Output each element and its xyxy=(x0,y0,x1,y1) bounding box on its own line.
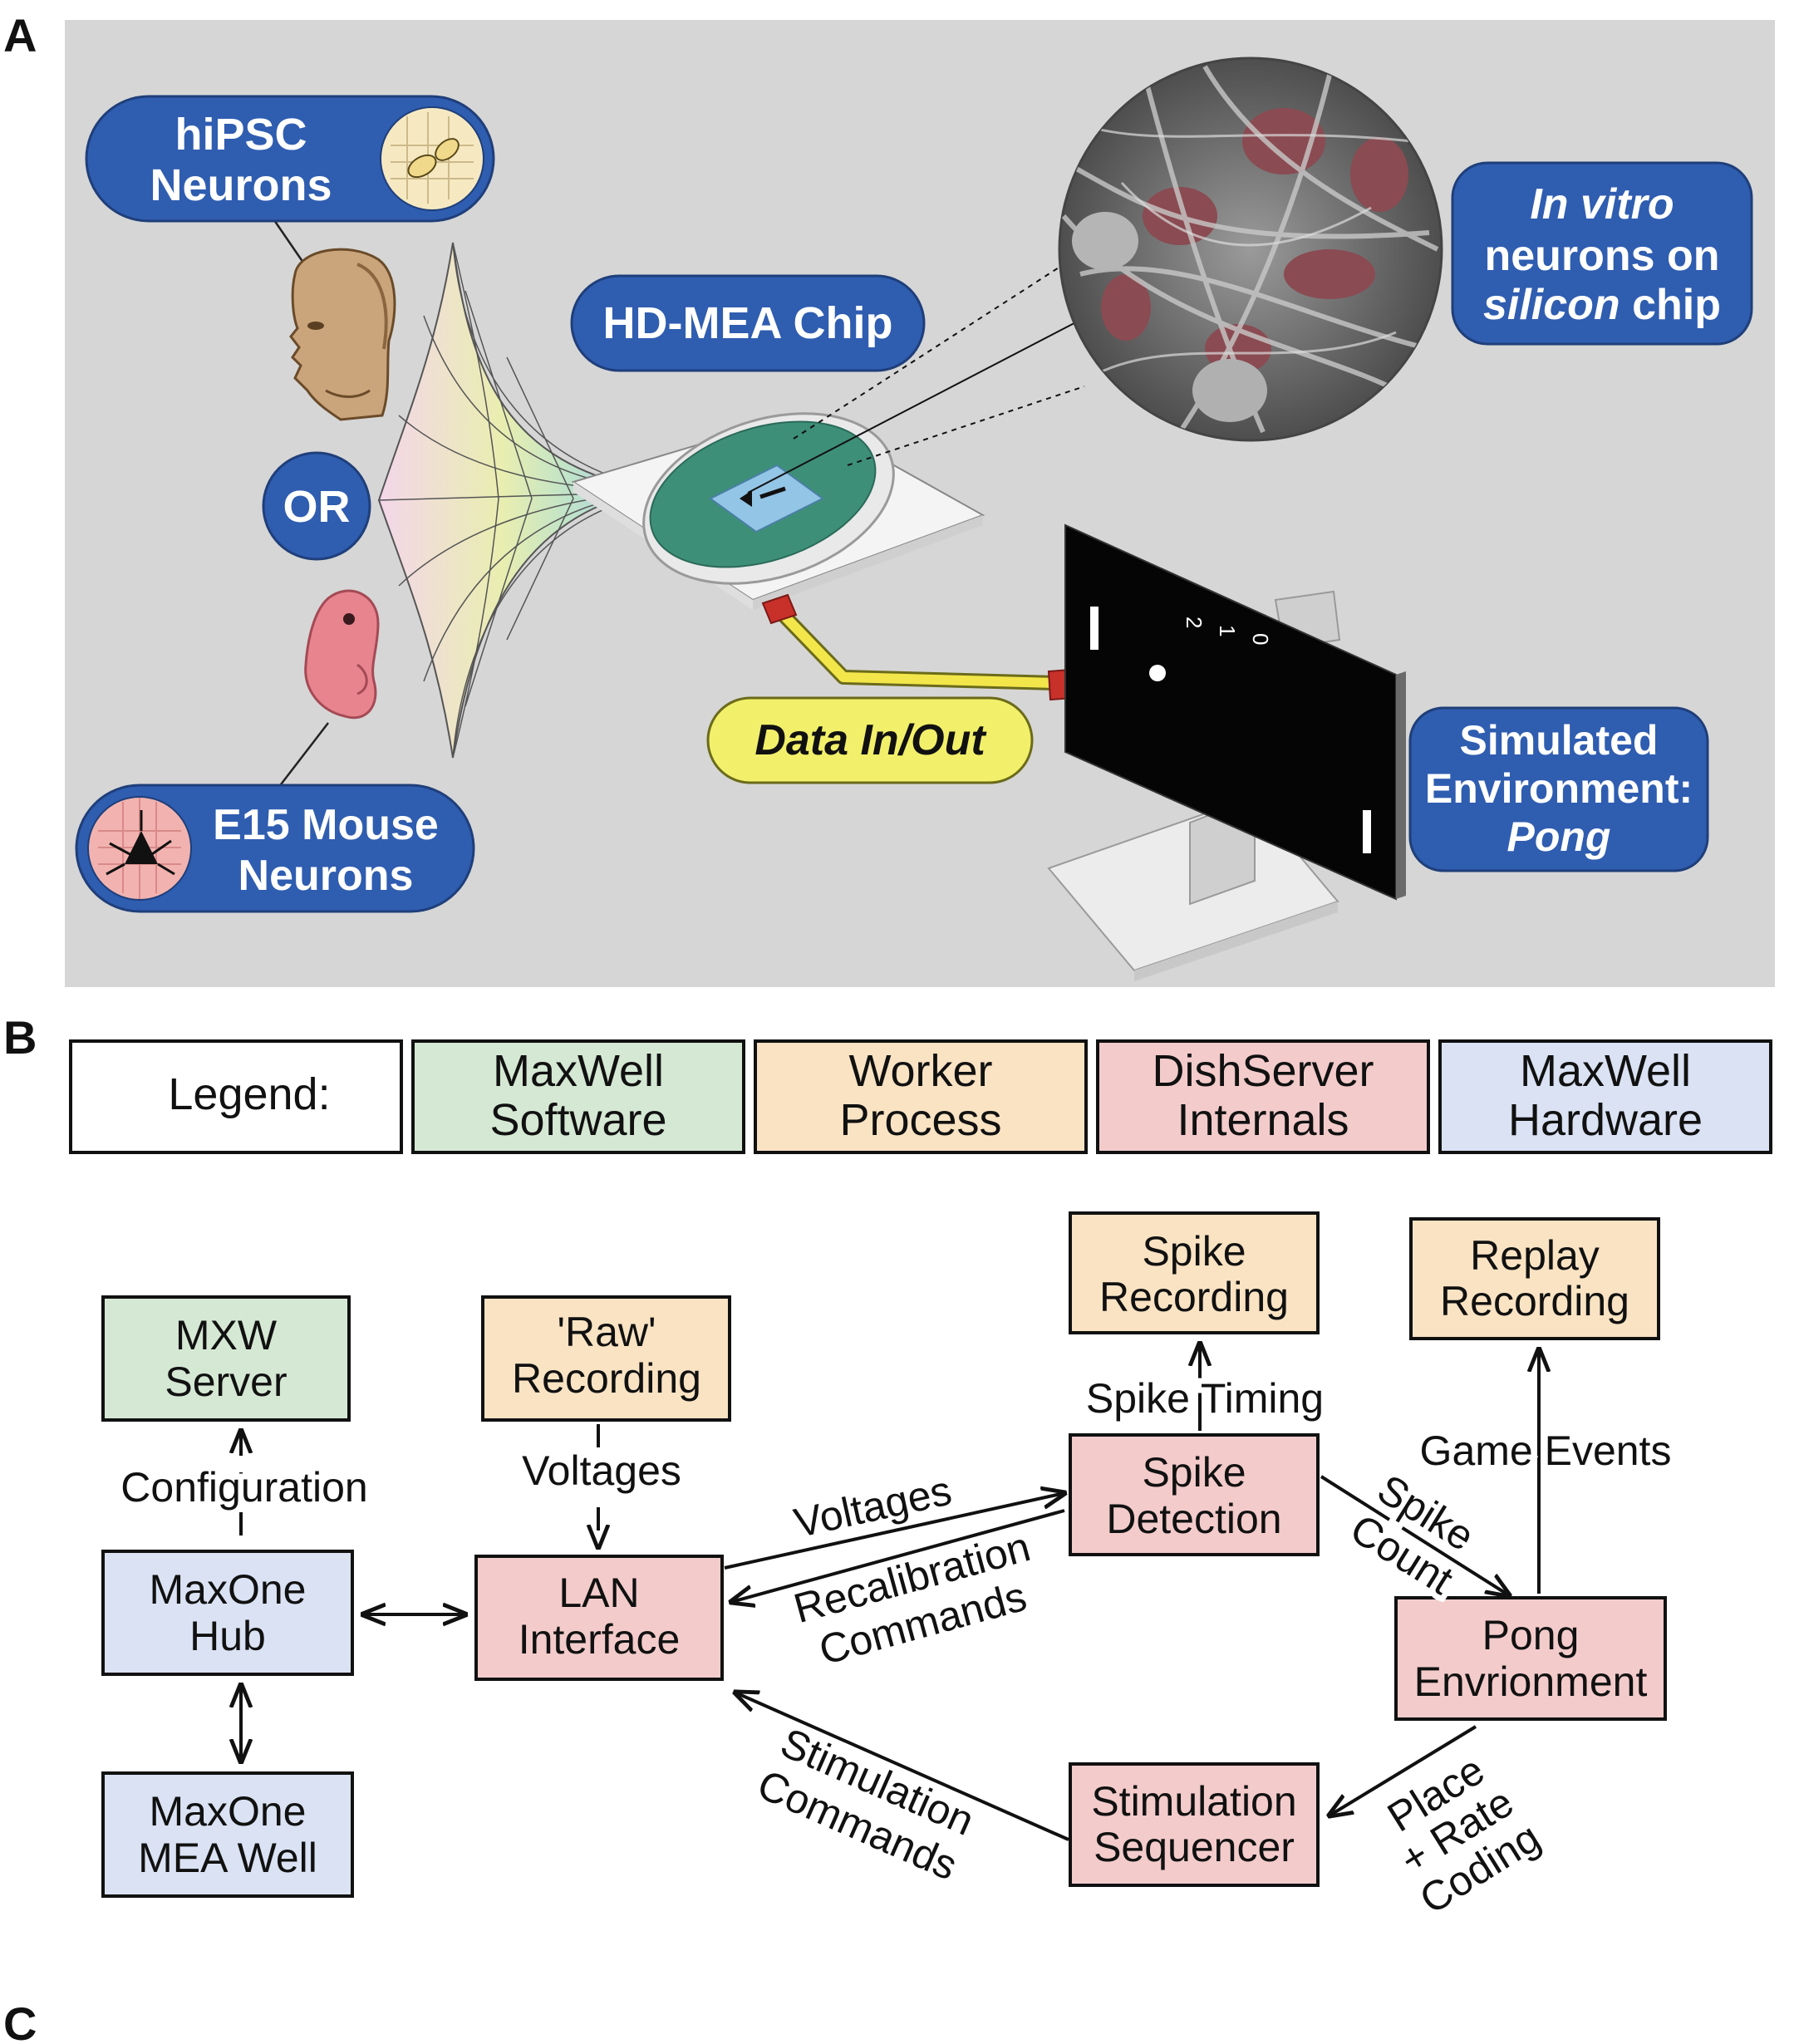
node-mxw-server: MXW Server xyxy=(101,1295,351,1422)
pong-right-paddle xyxy=(1363,810,1371,853)
node-maxone-hub: MaxOne Hub xyxy=(101,1550,354,1676)
mouse-neurons-pill: E15 Mouse Neurons xyxy=(75,784,475,913)
node-lan-interface-line1: LAN xyxy=(558,1570,639,1616)
node-spike-recording-line1: Spike xyxy=(1142,1228,1246,1275)
node-replay-recording-line2: Recording xyxy=(1440,1278,1629,1324)
sem-image xyxy=(1058,57,1443,442)
panel-b: Legend: MaxWell Software Worker Process … xyxy=(69,1039,1772,1923)
node-pong-env: Pong Envrionment xyxy=(1394,1596,1667,1721)
mouse-label-line2: Neurons xyxy=(238,852,414,900)
label-spike-timing: Spike Timing xyxy=(1086,1375,1324,1422)
in-vitro-label-line2: neurons on xyxy=(1484,232,1719,280)
node-spike-detection: Spike Detection xyxy=(1069,1433,1320,1556)
hd-mea-chip-pill: HD-MEA Chip xyxy=(570,274,926,372)
legend-hardware-line1: MaxWell xyxy=(1520,1046,1691,1096)
node-maxone-well: MaxOne MEA Well xyxy=(101,1771,354,1898)
node-spike-detection-line1: Spike xyxy=(1142,1449,1246,1496)
legend-software-box xyxy=(411,1039,745,1154)
funnel-mesh xyxy=(377,242,666,759)
node-spike-recording-line2: Recording xyxy=(1099,1274,1289,1320)
panel-a: hiPSC Neurons OR E15 Mouse Neurons xyxy=(65,20,1775,987)
in-vitro-pill: In vitro neurons on silicon chip xyxy=(1451,161,1753,346)
sim-env-label-line1: Simulated xyxy=(1460,717,1659,764)
legend-title-box xyxy=(69,1039,403,1154)
mouse-label-line1: E15 Mouse xyxy=(213,801,439,849)
or-label: OR xyxy=(283,482,351,532)
node-lan-interface: LAN Interface xyxy=(474,1555,724,1681)
node-spike-detection-line2: Detection xyxy=(1106,1496,1281,1542)
node-mxw-server-line2: Server xyxy=(165,1359,287,1405)
label-game-events: Game Events xyxy=(1420,1427,1672,1474)
legend-software-line1: MaxWell xyxy=(493,1046,664,1096)
node-raw-recording-line2: Recording xyxy=(512,1355,701,1402)
hipsc-neurons-pill: hiPSC Neurons xyxy=(85,95,495,223)
edge-pong-to-stim xyxy=(1330,1725,1477,1816)
legend-dishserver-box xyxy=(1096,1039,1430,1154)
legend-dishserver-line1: DishServer xyxy=(1152,1046,1374,1096)
edge-stim-to-lan xyxy=(735,1693,1069,1841)
legend-dishserver-line2: Internals xyxy=(1177,1095,1349,1145)
panel-label-b: B xyxy=(3,1011,37,1064)
zoom-lines xyxy=(747,261,1089,494)
node-pong-env-line2: Envrionment xyxy=(1414,1658,1648,1705)
sim-env-label-line2: Environment: xyxy=(1425,765,1693,812)
data-in-out-pill: Data In/Out xyxy=(706,696,1034,784)
or-badge: OR xyxy=(262,451,371,561)
sim-env-pill: Simulated Environment: Pong xyxy=(1408,706,1709,872)
edge-detection-to-lan xyxy=(731,1509,1065,1602)
legend-title: Legend: xyxy=(168,1069,330,1119)
in-vitro-label-line3: silicon chip xyxy=(1483,281,1721,329)
edges xyxy=(241,1344,1539,1841)
node-maxone-hub-line2: Hub xyxy=(189,1613,266,1659)
node-stim-seq-line2: Sequencer xyxy=(1094,1824,1295,1870)
data-cable xyxy=(761,593,1075,701)
mouse-embryo-icon xyxy=(304,589,380,720)
node-maxone-well-line1: MaxOne xyxy=(150,1788,307,1835)
pong-ball xyxy=(1149,665,1166,681)
in-vitro-label-space xyxy=(1620,281,1632,329)
pong-monitor: 2 1 0 xyxy=(1047,523,1406,981)
node-raw-recording: 'Raw' Recording xyxy=(481,1295,731,1422)
legend-software-line2: Software xyxy=(489,1095,666,1145)
node-raw-recording-line1: 'Raw' xyxy=(557,1309,656,1355)
node-maxone-hub-line1: MaxOne xyxy=(150,1566,307,1613)
in-vitro-label-line1: In vitro xyxy=(1530,180,1674,228)
node-mxw-server-line1: MXW xyxy=(175,1312,278,1359)
node-spike-recording: Spike Recording xyxy=(1069,1211,1320,1334)
legend-hardware-box xyxy=(1438,1039,1772,1154)
sim-env-label-line3: Pong xyxy=(1507,813,1611,860)
in-vitro-label-silicon: silicon xyxy=(1483,281,1620,329)
panel-label-c: C xyxy=(3,1997,37,2044)
node-stim-seq-line1: Stimulation xyxy=(1091,1778,1296,1825)
label-voltages-raw: Voltages xyxy=(522,1447,681,1494)
edge-detection-to-pong xyxy=(1320,1475,1509,1595)
legend-worker-box xyxy=(754,1039,1088,1154)
legend-worker-line1: Worker xyxy=(848,1046,992,1096)
hipsc-label-line2: Neurons xyxy=(150,160,332,210)
node-lan-interface-line2: Interface xyxy=(519,1616,681,1663)
human-head-icon xyxy=(289,248,396,421)
node-pong-env-line1: Pong xyxy=(1482,1612,1580,1658)
pong-left-paddle xyxy=(1090,607,1099,650)
node-stim-seq: Stimulation Sequencer xyxy=(1069,1762,1320,1887)
pong-score-3: 0 xyxy=(1248,633,1273,645)
node-replay-recording-line1: Replay xyxy=(1470,1232,1600,1279)
node-replay-recording: Replay Recording xyxy=(1409,1217,1660,1340)
edge-lan-to-detection xyxy=(724,1493,1064,1570)
panel-label-a: A xyxy=(3,9,37,61)
legend-worker-line2: Process xyxy=(839,1095,1001,1145)
hd-mea-chip xyxy=(571,412,985,610)
node-maxone-well-line2: MEA Well xyxy=(138,1835,317,1881)
hipsc-label-line1: hiPSC xyxy=(174,110,307,160)
pong-score-2: 1 xyxy=(1215,625,1240,636)
label-configuration: Configuration xyxy=(120,1464,367,1511)
data-label: Data In/Out xyxy=(754,716,987,764)
in-vitro-label-chip: chip xyxy=(1632,281,1721,329)
mouse-connector xyxy=(278,722,329,789)
pong-score-1: 2 xyxy=(1182,617,1207,628)
legend-hardware-line2: Hardware xyxy=(1508,1095,1703,1145)
legend: Legend: MaxWell Software Worker Process … xyxy=(69,1039,1772,1154)
chip-label: HD-MEA Chip xyxy=(603,298,893,348)
